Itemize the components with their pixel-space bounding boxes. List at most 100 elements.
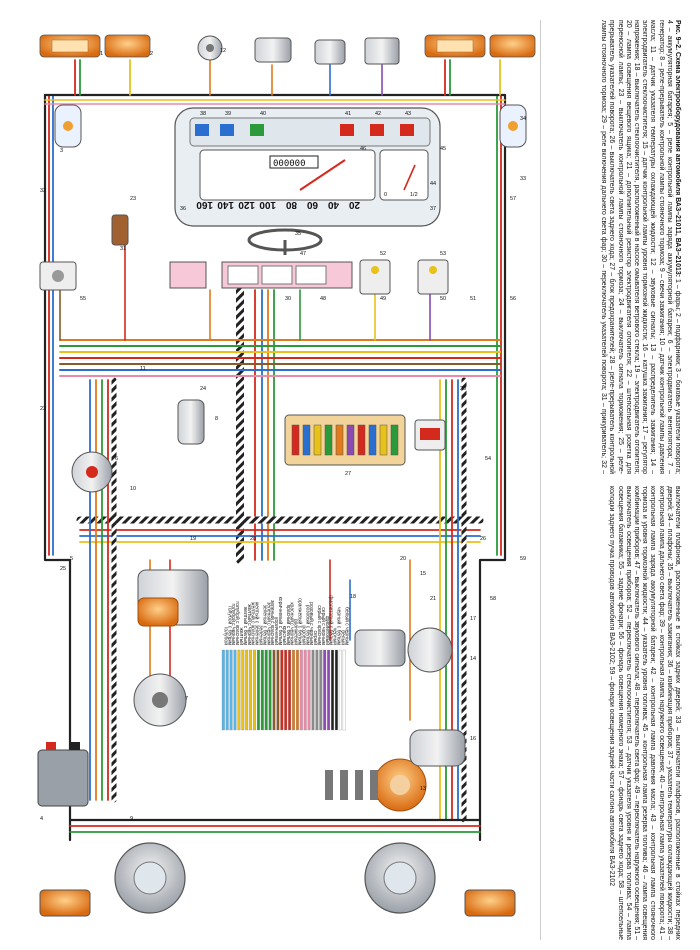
component-number-label: 29 — [460, 386, 466, 392]
legend-label: голубой с белым — [226, 606, 233, 646]
battery-icon — [37, 742, 89, 807]
component-number-label: 36 — [180, 206, 186, 212]
component-number-label: 21 — [430, 596, 436, 602]
headlamp-right — [364, 842, 436, 914]
odometer-readout: 000000 — [273, 159, 306, 169]
component-number-label: 25 — [60, 566, 66, 572]
rear-lamp-right — [464, 889, 516, 917]
relay-icon — [364, 37, 400, 65]
component-number-label: 39 — [225, 111, 231, 117]
component-number-label: 2 — [150, 51, 153, 57]
component-number-label: 10 — [130, 486, 136, 492]
headlamp-left — [114, 842, 186, 914]
wiper-motor-icon — [354, 627, 453, 673]
legend-label: белый — [339, 630, 346, 645]
legend-label: голубой с черным — [230, 603, 237, 645]
legend-label: серый с красным — [316, 605, 323, 645]
component-number-label: 17 — [470, 616, 476, 622]
legend-swatch — [264, 649, 268, 731]
relay-turn-signal — [414, 419, 446, 451]
legend-label: фиолетовый с белым — [328, 595, 335, 645]
legend-label: желтый с красным — [250, 602, 257, 645]
component-number-label: 19 — [190, 536, 196, 542]
component-number-label: 18 — [350, 594, 356, 600]
legend-label: серый с черным — [320, 607, 327, 645]
fuse — [346, 424, 355, 456]
legend-swatch — [225, 649, 229, 731]
fuse — [291, 424, 300, 456]
component-number-label: 38 — [200, 111, 206, 117]
temp-scale-label: 0 — [384, 192, 387, 198]
fuse — [368, 424, 377, 456]
legend-label: желтый с белым — [242, 607, 249, 646]
component-number-label: 43 — [405, 111, 411, 117]
starter-motor-icon — [137, 569, 209, 627]
component-number-label: 5 — [70, 556, 73, 562]
legend-label: оранжевый — [293, 619, 300, 645]
legend-label: коричневый — [273, 617, 280, 645]
component-number-label: 30 — [285, 296, 291, 302]
component-number-label: 35 — [295, 231, 301, 237]
component-number-label: 54 — [485, 456, 491, 462]
component-number-label: 48 — [320, 296, 326, 302]
legend-label: зеленый с красным — [269, 600, 276, 646]
legend-swatch — [338, 649, 342, 731]
legend-label: розовый с белым — [304, 605, 311, 646]
legend-swatch — [276, 649, 280, 731]
component-number-label: 52 — [380, 251, 386, 257]
legend-swatch — [280, 649, 284, 731]
component-number-label: 1 — [100, 51, 103, 57]
caption-title: Рис. 9–2. Схема электрооборудования авто… — [674, 20, 681, 277]
legend-label: голубой — [222, 627, 229, 646]
component-number-label: 12 — [220, 48, 226, 54]
component-number-label: 27 — [345, 471, 351, 477]
speed-tick-label: 100 — [259, 199, 276, 210]
speed-tick-label: 20 — [348, 199, 360, 210]
legend-label: серый — [312, 631, 319, 646]
front-lamp-left — [39, 34, 101, 58]
legend-swatch — [237, 649, 241, 731]
fuse — [324, 424, 333, 456]
legend-label: розовый — [300, 625, 307, 645]
component-number-label: 55 — [80, 296, 86, 302]
fuse — [313, 424, 322, 456]
component-number-label: 7 — [185, 696, 188, 702]
component-number-label: 16 — [470, 736, 476, 742]
fan-motor-icon — [71, 451, 113, 493]
component-number-label: 44 — [430, 181, 436, 187]
legend-label: черный — [332, 628, 339, 646]
front-lamp-right-inner — [489, 34, 536, 58]
legend-swatch — [233, 649, 237, 731]
component-number-label: 9 — [130, 816, 133, 822]
legend-label: красный с черным — [289, 602, 296, 645]
legend-swatch — [315, 649, 319, 731]
legend-label: розовый с черным — [308, 602, 315, 645]
legend-swatch — [342, 649, 346, 731]
heater-switch-icon — [39, 261, 77, 291]
ignition-coil-icon — [177, 399, 205, 445]
fuse-box — [284, 414, 406, 466]
speed-tick-label: 160 — [196, 199, 213, 210]
component-number-label: 53 — [440, 251, 446, 257]
speed-tick-label: 60 — [306, 199, 318, 210]
component-number-label: 14 — [470, 656, 476, 662]
component-number-label: 11 — [140, 366, 146, 372]
legend-label: зеленый с белым — [261, 605, 268, 646]
component-number-label: 26 — [480, 536, 486, 542]
legend-label: черный с белым — [336, 607, 343, 646]
legend-swatch — [272, 649, 276, 731]
legend-swatch — [319, 649, 323, 731]
component-number-label: 6 — [115, 456, 118, 462]
component-number-label: 13 — [420, 786, 426, 792]
legend-swatch — [253, 649, 256, 731]
legend-swatch — [299, 649, 303, 731]
component-number-label: 15 — [420, 571, 426, 577]
legend-swatch — [331, 649, 334, 731]
legend-swatch — [307, 649, 311, 731]
legend-label: оранжевый с белым — [297, 598, 304, 645]
component-number-label: 3 — [60, 148, 63, 154]
component-number-label: 8 — [215, 416, 218, 422]
panel-switch-icon — [417, 259, 449, 295]
